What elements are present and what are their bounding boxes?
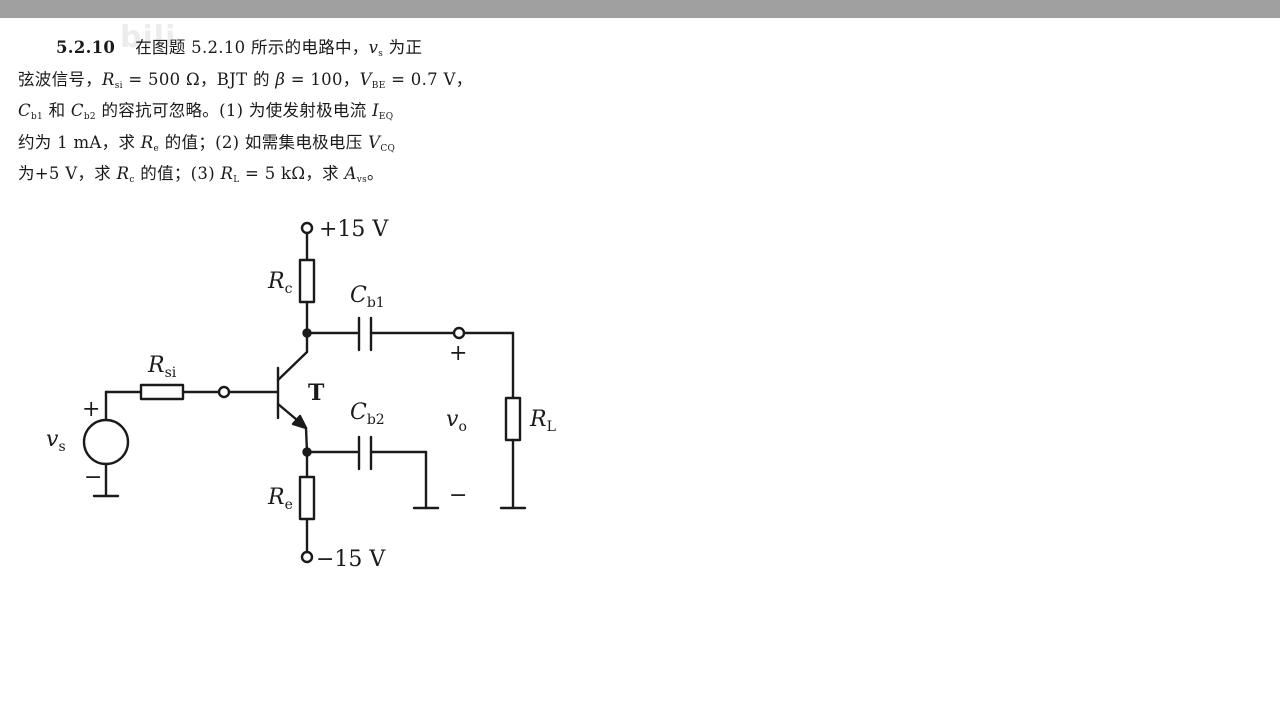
vcc-label: +15 V [319,217,389,242]
text: 在图题 5.2.10 所示的电路中， [135,38,369,57]
var-re: R [140,132,154,152]
emitter-arrow-icon [291,414,308,430]
vs-label: vs [46,427,66,455]
var-beta: β [275,69,286,89]
cb1-label: Cb1 [350,283,385,311]
rl-label: RL [529,407,556,435]
problem-line-5: 为+5 V，求 Rc 的值；(3) RL = 5 kΩ，求 Avs。 [18,158,448,190]
problem-line-1: 5.2.10 在图题 5.2.10 所示的电路中，vs 为正 [18,32,448,64]
vo-label: vo [446,407,467,435]
problem-line-3: Cb1 和 Cb2 的容抗可忽略。(1) 为使发射极电流 IEQ [18,95,448,127]
text: 的值；(3) [134,164,221,183]
output-terminal [452,326,466,340]
sub: BE [371,80,386,91]
rl-resistor [504,396,522,442]
rc-label: Rc [267,269,293,297]
sub: CQ [380,143,396,154]
top-bar [0,0,1280,18]
text: 弦波信号， [18,69,102,89]
sub: EQ [378,112,394,122]
var-cb1: C [18,101,31,120]
circuit-diagram: +15 V −15 V Rc Re Rsi RL Cb1 Cb2 vs vo T… [46,217,556,572]
var-rl: R [220,164,234,183]
sub: L [233,175,240,185]
sub: b2 [83,112,96,122]
vcc-terminal [300,221,314,235]
vee-terminal [300,550,314,564]
rc-resistor [298,258,316,304]
vs-source-icon [82,418,130,466]
var-cb2: C [70,101,84,120]
problem-number: 5.2.10 [56,38,116,57]
text: 。 [367,164,384,183]
sub: vs [356,175,368,185]
transistor-label: T [308,380,325,406]
text: 的容抗可忽略。(1) 为使发射极电流 [95,101,373,120]
sub: s [378,49,384,59]
sub: si [114,80,123,91]
cb2-label: Cb2 [350,400,385,428]
var-rsi: R [102,69,115,89]
var-vbe: V [359,69,372,89]
vs-plus-sign: + [82,397,100,422]
re-resistor [298,475,316,521]
base-terminal [217,385,231,399]
rsi-label: Rsi [147,353,177,381]
var-avs: A [344,164,357,183]
problem-line-4: 约为 1 mA，求 Re 的值；(2) 如需集电极电压 VCQ [18,127,448,159]
var-rc: R [116,164,130,183]
sub: b1 [30,112,44,122]
text: = 100， [285,69,360,89]
rsi-resistor [139,383,185,401]
vs-minus-sign: − [84,465,102,490]
text: 为+5 V，求 [18,164,117,183]
sub: c [129,175,135,185]
watermark-logo: bili [120,20,177,55]
text: = 500 Ω，BJT 的 [122,69,276,89]
problem-line-2: 弦波信号，Rsi = 500 Ω，BJT 的 β = 100，VBE = 0.7… [18,64,472,96]
text: 的值；(2) 如需集电极电压 [159,132,369,152]
sub: e [153,143,160,154]
text: 约为 1 mA，求 [18,132,141,152]
re-label: Re [267,485,293,513]
var-vs: v [368,38,379,57]
var-ieq: I [372,101,379,120]
transistor-collector [276,350,309,382]
text: = 5 kΩ，求 [239,164,345,183]
var-vcq: V [368,132,381,152]
text: 和 [43,101,71,120]
text: = 0.7 V， [385,69,473,89]
output-minus-sign: − [449,483,467,508]
vee-label: −15 V [316,547,386,572]
output-plus-sign: + [449,341,467,366]
text: 为正 [383,38,423,57]
